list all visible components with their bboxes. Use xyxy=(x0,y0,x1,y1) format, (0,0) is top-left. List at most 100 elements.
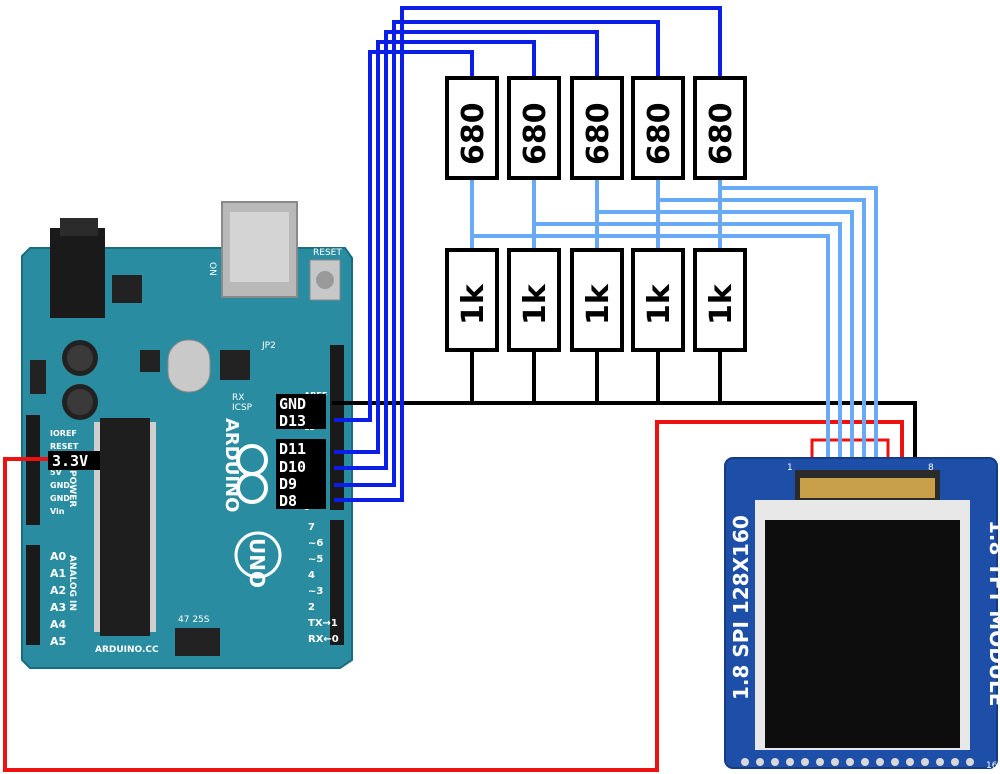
supply-label-box: 3.3V xyxy=(48,451,100,470)
digital-pin-number: 4 xyxy=(308,570,315,581)
tft-pad xyxy=(951,758,959,766)
resistors-680: 680 680 680 680 680 xyxy=(445,76,747,180)
pin-label-d8: D8 xyxy=(279,492,297,510)
resistor-680-body xyxy=(631,76,685,180)
digital-pin-number: RX←0 xyxy=(308,634,339,645)
tft-pin-first: 1 xyxy=(787,463,793,473)
rx-label: ICSP xyxy=(232,403,253,413)
resistor-1k-body xyxy=(570,248,624,352)
resistor-1k-label: 1k xyxy=(456,283,491,325)
wire-d9 xyxy=(334,20,660,487)
resistor-680-label: 680 xyxy=(704,102,739,165)
tft-pin-last: 8 xyxy=(928,463,934,473)
tft-pad xyxy=(771,758,779,766)
tft-pad xyxy=(966,758,974,766)
tft-pin-pads xyxy=(741,758,974,766)
tft-pad xyxy=(906,758,914,766)
tft-pad xyxy=(846,758,854,766)
digital-pin-number: 2 xyxy=(308,602,315,613)
tft-pad xyxy=(891,758,899,766)
resistor-1k-label: 1k xyxy=(518,283,553,325)
analog-pin-label: A4 xyxy=(50,618,67,631)
resistor-680-body xyxy=(507,76,561,180)
vcc-wire xyxy=(3,420,904,772)
analog-pin-label: A1 xyxy=(50,567,66,580)
resistor-1k-body xyxy=(445,248,499,352)
digital-header-lower xyxy=(330,520,344,645)
tft-pad xyxy=(861,758,869,766)
tft-screen xyxy=(765,520,960,748)
power-pin-label: GND xyxy=(50,494,70,503)
tft-title: 1.8 TFT MODULE xyxy=(985,520,1000,706)
pin-label-box xyxy=(276,439,326,457)
resistor-680-body xyxy=(693,76,747,180)
pin-label-d13: D13 xyxy=(279,412,306,430)
gnd-bus xyxy=(332,401,917,472)
power-pin-label: IOREF xyxy=(50,429,77,438)
supply-label: 3.3V xyxy=(52,452,88,470)
resistor-1k-body xyxy=(631,248,685,352)
pin-label-box xyxy=(276,394,326,412)
atmega-chip xyxy=(100,418,150,636)
power-pin-label: RESET xyxy=(50,442,79,451)
analog-pin-label: A3 xyxy=(50,601,66,614)
pin-label-box xyxy=(276,411,326,429)
tft-pad xyxy=(756,758,764,766)
resistor-680-body xyxy=(445,76,499,180)
resistor-680-label: 680 xyxy=(581,102,616,165)
jp2-label: JP2 xyxy=(261,341,276,351)
resistor-680-label: 680 xyxy=(456,102,491,165)
crystal xyxy=(167,339,211,393)
power-jack xyxy=(50,228,105,318)
wire-d8 xyxy=(334,6,722,502)
analog-in-label: ANALOG IN xyxy=(67,555,77,611)
tft-pad xyxy=(921,758,929,766)
power-label: POWER xyxy=(67,470,77,507)
pin-label-d10: D10 xyxy=(279,458,306,476)
signal-wires xyxy=(334,6,722,502)
tft-module: 1.8 TFT MODULE 1.8 SPI 128X160 1 8 16 xyxy=(724,457,1000,771)
digital-pin-number: ~3 xyxy=(308,586,323,597)
pin-label-d11: D11 xyxy=(279,440,306,458)
resistor-1k-label: 1k xyxy=(581,283,616,325)
power-header xyxy=(26,415,40,525)
resistor-680-label: 680 xyxy=(642,102,677,165)
tft-pad xyxy=(816,758,824,766)
tft-pad xyxy=(741,758,749,766)
digital-pin-number: ~6 xyxy=(308,538,323,549)
uno-badge xyxy=(234,531,282,579)
resistor-680-label: 680 xyxy=(518,102,553,165)
power-pin-label: GND xyxy=(50,481,70,490)
analog-header xyxy=(26,545,40,645)
arduino-uno-board: ARDUINO UNO ARDUINO.CC ANALOG IN POWER I… xyxy=(21,201,353,669)
board-brand: ARDUINO xyxy=(221,418,242,512)
wire-d13 xyxy=(334,50,474,422)
pin-label-box xyxy=(276,457,326,475)
power-pin-label: 5V xyxy=(50,468,63,477)
tft-pad xyxy=(936,758,944,766)
reset-label: RESET xyxy=(313,248,342,258)
tft-pad xyxy=(876,758,884,766)
tft-subtitle: 1.8 SPI 128X160 xyxy=(729,515,753,700)
wire-d11 xyxy=(334,40,536,454)
arduino-logo xyxy=(236,444,268,504)
analog-pin-label: A0 xyxy=(50,550,67,563)
usb-chip xyxy=(220,350,250,380)
analog-pin-label: A5 xyxy=(50,635,66,648)
on-label: ON xyxy=(207,262,217,276)
analog-pin-label: A2 xyxy=(50,584,66,597)
resistor-1k-body xyxy=(507,248,561,352)
board-model: UNO xyxy=(245,538,269,588)
tft-pad xyxy=(786,758,794,766)
digital-pin-number: ~5 xyxy=(308,554,323,565)
resistor-1k-label: 1k xyxy=(704,283,739,325)
power-pin-label: Vin xyxy=(50,507,65,516)
tft-pin-bottom: 16 xyxy=(986,761,998,771)
icsp-header xyxy=(175,628,220,656)
